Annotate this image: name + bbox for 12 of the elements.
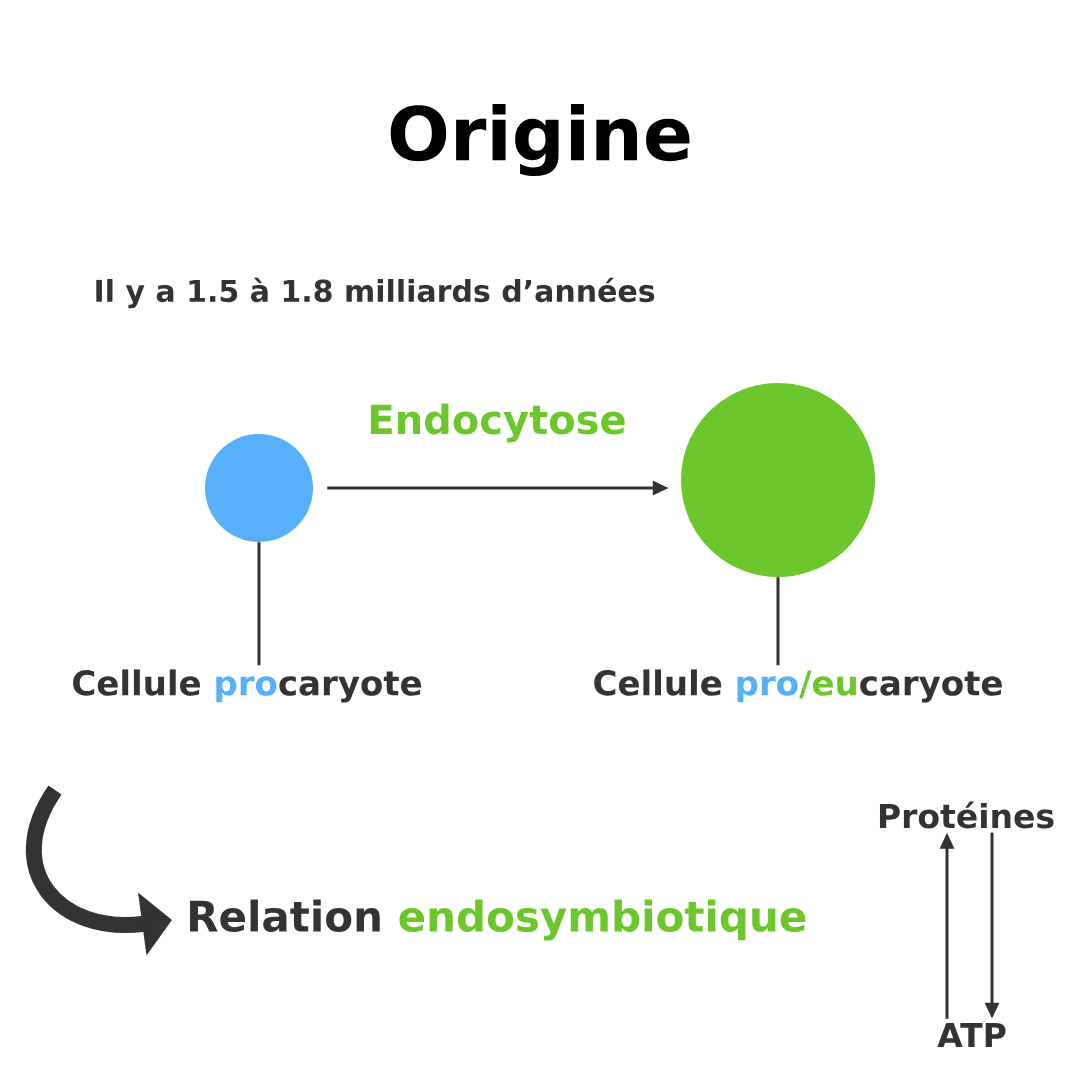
cell-circle — [205, 434, 313, 542]
node-label: ATP — [937, 1023, 1006, 1048]
title: Origine — [390, 103, 690, 177]
edge-label: Endocytose — [365, 401, 629, 445]
connector-line — [257, 542, 261, 666]
node-label: Protéines — [880, 801, 1054, 829]
note-text: Il y a 1.5 à 1.8 milliards d’années — [96, 277, 655, 309]
node-label: Relation endosymbiotique — [190, 899, 806, 941]
node-label: Cellule pro/eucaryote — [594, 669, 1002, 703]
cell-circle — [681, 383, 875, 577]
connector-line — [776, 577, 780, 666]
node-label: Cellule procaryote — [73, 669, 421, 703]
